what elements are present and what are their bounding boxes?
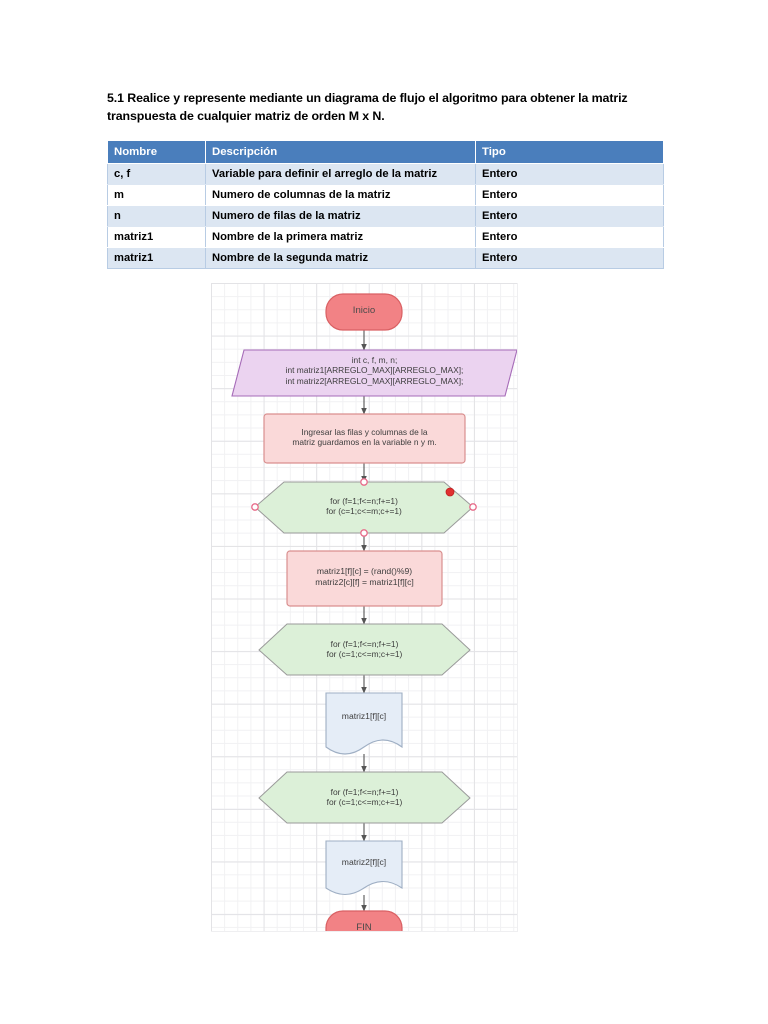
cell-nombre: m (107, 184, 206, 206)
node-declarar-shape[interactable] (231, 349, 517, 397)
table-row: c, f Variable para definir el arreglo de… (107, 163, 664, 185)
table-row: matriz1 Nombre de la segunda matriz Ente… (107, 247, 664, 269)
node-loop1-shape[interactable] (254, 481, 474, 534)
column-header-descripcion: Descripción (205, 140, 476, 164)
node-fin-shape[interactable] (325, 910, 403, 931)
table-row: matriz1 Nombre de la primera matriz Ente… (107, 226, 664, 248)
cell-nombre: matriz1 (107, 226, 206, 248)
cell-nombre: matriz1 (107, 247, 206, 269)
cell-descripcion: Variable para definir el arreglo de la m… (205, 163, 476, 185)
node-inicio-shape[interactable] (325, 293, 403, 331)
node-loop1-active-handle[interactable] (445, 487, 455, 497)
cell-nombre: n (107, 205, 206, 227)
cell-tipo: Entero (475, 205, 664, 227)
node-salida2-shape[interactable] (325, 840, 403, 896)
column-header-nombre: Nombre (107, 140, 206, 164)
node-loop1-selection-handles[interactable] (251, 478, 477, 537)
cell-tipo: Entero (475, 247, 664, 269)
node-ingresar-shape[interactable] (263, 413, 466, 464)
cell-tipo: Entero (475, 184, 664, 206)
table-header-row: Nombre Descripción Tipo (107, 140, 664, 164)
table-row: m Numero de columnas de la matriz Entero (107, 184, 664, 206)
cell-descripcion: Nombre de la primera matriz (205, 226, 476, 248)
node-asignar-shape[interactable] (286, 550, 443, 607)
cell-tipo: Entero (475, 226, 664, 248)
node-loop2-shape[interactable] (258, 623, 471, 676)
cell-nombre: c, f (107, 163, 206, 185)
cell-descripcion: Numero de columnas de la matriz (205, 184, 476, 206)
node-loop3-shape[interactable] (258, 771, 471, 824)
variable-spec-table: Nombre Descripción Tipo c, f Variable pa… (107, 140, 664, 269)
cell-descripcion: Numero de filas de la matriz (205, 205, 476, 227)
cell-descripcion: Nombre de la segunda matriz (205, 247, 476, 269)
flowchart-canvas[interactable]: Inicio int c, f, m, n; int matriz1[ARREG… (211, 283, 518, 933)
column-header-tipo: Tipo (475, 140, 664, 164)
node-salida1-shape[interactable] (325, 692, 403, 755)
flowchart-shapes (231, 293, 517, 931)
table-row: n Numero de filas de la matriz Entero (107, 205, 664, 227)
cell-tipo: Entero (475, 163, 664, 185)
page-title: 5.1 Realice y represente mediante un dia… (107, 91, 628, 123)
